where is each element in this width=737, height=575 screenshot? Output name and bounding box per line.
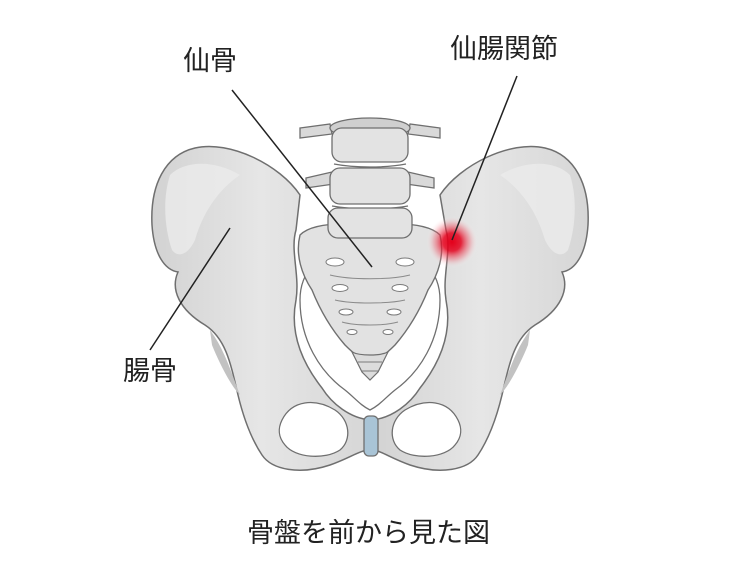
coccyx	[350, 350, 390, 381]
label-sacrum: 仙骨	[183, 46, 237, 77]
right-hip-bone	[371, 145, 589, 471]
figure-caption: 骨盤を前から見た図	[247, 518, 490, 549]
sacrum-leader-line	[231, 89, 373, 268]
label-sacroiliac-joint: 仙腸関節	[450, 34, 558, 65]
pubic-symphysis	[363, 415, 379, 457]
sacroiliac-leader-line	[451, 75, 518, 241]
label-ilium: 腸骨	[123, 356, 177, 387]
left-hip-bone	[151, 145, 371, 471]
ilium-leader-line	[149, 227, 231, 351]
pain-marker	[426, 216, 478, 268]
lumbar-vertebrae	[299, 117, 441, 239]
